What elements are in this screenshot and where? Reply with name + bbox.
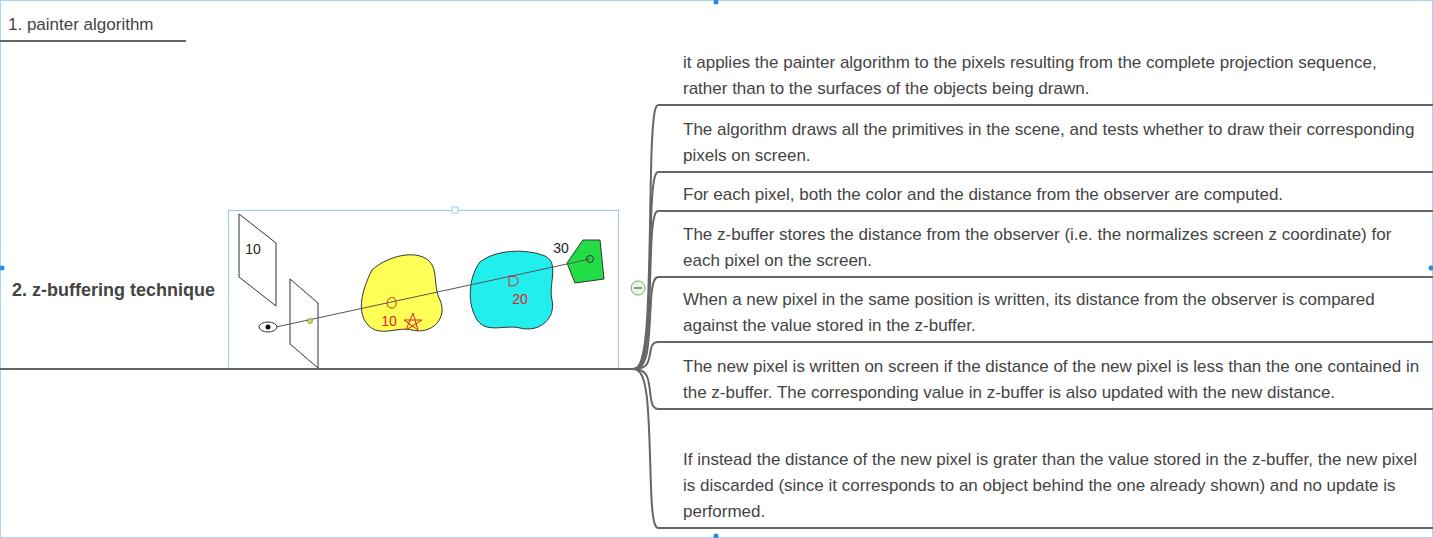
handwriting-mark (509, 276, 518, 286)
branch-topic: The new pixel is written on screen if th… (660, 354, 1433, 410)
collapse-circle (631, 281, 645, 295)
near-object (361, 255, 442, 331)
branch-connector (630, 342, 660, 369)
topic-text: If instead the distance of the new pixel… (683, 447, 1423, 525)
z-buffer-picture (229, 207, 619, 369)
middle-object (470, 251, 553, 329)
z-buffer-plane (239, 214, 276, 306)
topic-text: it applies the painter algorithm to the … (683, 50, 1423, 102)
branch-connector (630, 277, 660, 369)
branch-connector (630, 369, 660, 528)
frame-handle (1429, 266, 1433, 271)
handwritten-number: 10 (381, 313, 397, 329)
far-object (567, 240, 604, 283)
topic-text: The z-buffer stores the distance from th… (683, 222, 1423, 274)
eye-pupil (266, 325, 271, 330)
handwritten-number: 20 (512, 291, 528, 307)
handwriting-mark (387, 298, 396, 309)
depth-value: 10 (245, 241, 261, 257)
frame-handle (714, 534, 719, 538)
star-mark (404, 313, 422, 330)
topic-text: The algorithm draws all the primitives i… (683, 117, 1423, 169)
branch-connector (630, 211, 660, 369)
topic-text: 1. painter algorithm (8, 12, 182, 38)
branch-connector (630, 172, 660, 369)
topic-heading: 1. painter algorithm (0, 12, 186, 42)
branch-topic: If instead the distance of the new pixel… (660, 447, 1433, 529)
central-topic: 2. z-buffering technique (0, 200, 630, 370)
branch-topic: When a new pixel in the same position is… (660, 287, 1433, 343)
hit-point (587, 256, 594, 263)
branch-topic: it applies the painter algorithm to the … (660, 50, 1433, 106)
collapse-button (631, 281, 645, 295)
topic-text: When a new pixel in the same position is… (683, 287, 1423, 339)
view-ray (276, 259, 590, 327)
topic-text: The new pixel is written on screen if th… (683, 354, 1423, 406)
branch-topic: The algorithm draws all the primitives i… (660, 117, 1433, 173)
frame-handle (0, 266, 5, 271)
depth-value: 30 (553, 240, 569, 256)
branch-topic: The z-buffer stores the distance from th… (660, 222, 1433, 278)
collapse-minus (634, 287, 642, 289)
topic-text: For each pixel, both the color and the d… (683, 182, 1423, 208)
eye-symbol (259, 322, 277, 332)
picture-frame (229, 211, 619, 369)
picture-handle (452, 207, 458, 213)
branch-topic: For each pixel, both the color and the d… (660, 182, 1433, 212)
pixel-dot (308, 319, 313, 324)
frame-handle (714, 0, 719, 5)
central-topic-text: 2. z-buffering technique (12, 277, 630, 303)
branch-connector (630, 105, 660, 369)
